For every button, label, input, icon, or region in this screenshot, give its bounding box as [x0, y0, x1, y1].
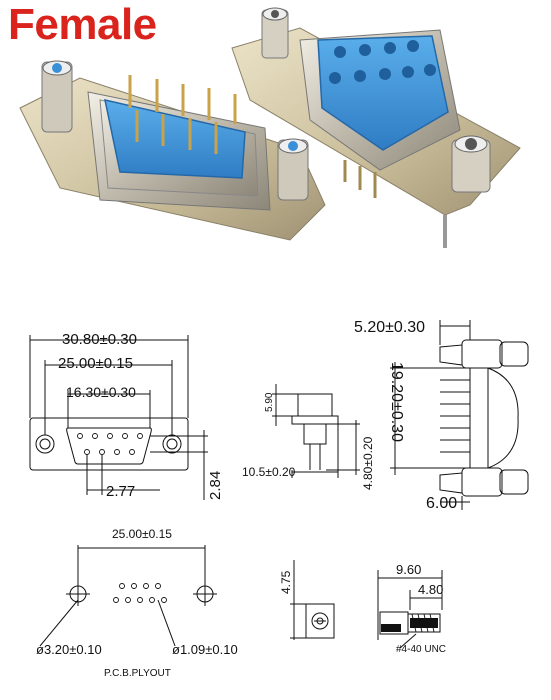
screw-thread: 4.80 [418, 582, 443, 597]
front-row-spacing: 2.84 [207, 471, 224, 500]
side-view [272, 384, 360, 478]
small-view [290, 560, 335, 640]
front-hole-spacing: 25.00±0.15 [58, 355, 133, 372]
female-connector [231, 7, 521, 248]
front-view [29, 335, 208, 500]
pcb-layout [39, 545, 217, 647]
pcb-caption: P.C.B.PLYOUT [104, 668, 171, 679]
side-pin-length: 4.80±0.20 [361, 436, 375, 490]
page-title: Female [8, 0, 157, 49]
side-top-height: 5.90 [264, 392, 275, 412]
screw-thread-spec: #4-40 UNC [396, 644, 446, 655]
connector-photo [19, 7, 521, 248]
screw-length: 9.60 [396, 562, 421, 577]
front-pin-pitch: 2.77 [106, 483, 135, 500]
pcb-mount-hole: ø3.20±0.10 [36, 642, 102, 657]
right-flange: 5.20±0.30 [354, 319, 425, 336]
right-pin: 6.00 [426, 495, 457, 512]
right-view [390, 320, 529, 510]
small-height: 4.75 [279, 570, 293, 594]
side-depth: 10.5±0.20 [242, 465, 296, 479]
pcb-pin-hole: ø1.09±0.10 [172, 642, 238, 657]
male-connector [19, 60, 326, 241]
pcb-hole-spacing: 25.00±0.15 [112, 527, 172, 541]
front-overall-width: 30.80±0.30 [62, 331, 137, 348]
front-shell-width: 16.30±0.30 [66, 384, 136, 400]
right-height: 19.20±0.30 [388, 362, 405, 442]
